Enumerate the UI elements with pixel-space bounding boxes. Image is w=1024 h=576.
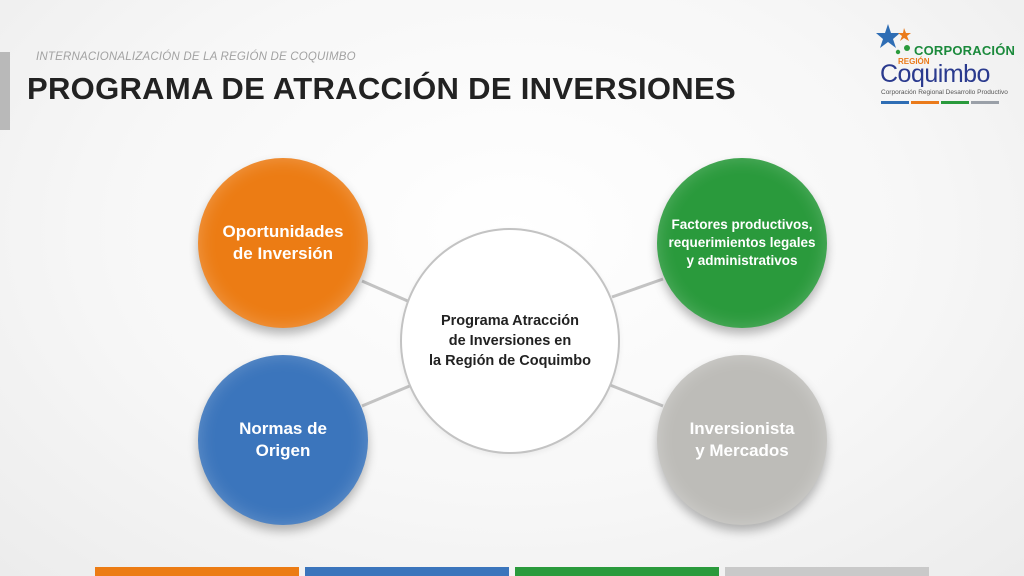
star-icon <box>876 24 911 55</box>
connector-bottom-right <box>609 383 664 408</box>
footer-bar-gray <box>725 567 929 576</box>
node-center-programa: Programa Atracción de Inversiones en la … <box>400 228 620 454</box>
footer-bar-green <box>515 567 719 576</box>
title-accent-bar <box>0 52 10 130</box>
connector-top-right <box>611 277 664 299</box>
node-oportunidades-inversion: Oportunidades de Inversión <box>198 158 368 328</box>
node-factores-productivos: Factores productivos, requerimientos leg… <box>657 158 827 328</box>
footer-bar-orange <box>95 567 299 576</box>
connector-bottom-left <box>361 383 413 408</box>
node-label: Normas de Origen <box>239 419 327 460</box>
logo-region-text: REGIÓN <box>898 57 930 66</box>
node-inversionista-mercados: Inversionista y Mercados <box>657 355 827 525</box>
logo-corporacion-text: CORPORACIÓN <box>914 43 1016 58</box>
connector-top-left <box>361 279 411 304</box>
logo-coquimbo-text: Coquimbo <box>880 60 990 88</box>
node-normas-origen: Normas de Origen <box>198 355 368 525</box>
corporacion-coquimbo-logo: CORPORACIÓN REGIÓN Coquimbo Corporación … <box>872 22 1016 108</box>
node-label: Oportunidades de Inversión <box>222 222 344 263</box>
center-label: Programa Atracción de Inversiones en la … <box>429 313 591 369</box>
page-title: PROGRAMA DE ATRACCIÓN DE INVERSIONES <box>27 71 736 106</box>
logo-color-stripes <box>881 101 999 104</box>
section-subtitle: INTERNACIONALIZACIÓN DE LA REGIÓN DE COQ… <box>36 51 356 63</box>
node-label: Factores productivos, requerimientos leg… <box>668 217 816 268</box>
footer-bar-blue <box>305 567 509 576</box>
footer-color-bars <box>95 567 929 576</box>
logo-tagline: Corporación Regional Desarrollo Producti… <box>881 89 1008 96</box>
node-label: Inversionista y Mercados <box>689 419 795 460</box>
